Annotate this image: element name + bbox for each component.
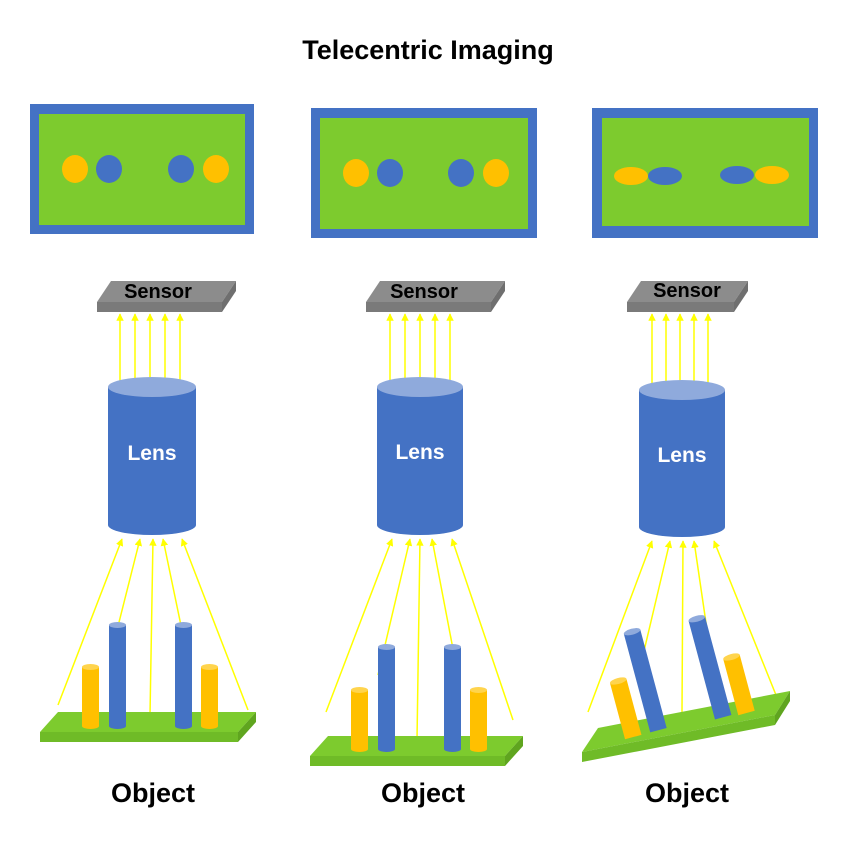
image-spot-blue [448, 159, 474, 187]
lens-label: Lens [657, 444, 706, 467]
platform-side [238, 712, 256, 742]
output-rays-1 [116, 313, 184, 383]
panel-2: Sensor Lens [310, 108, 537, 808]
pillar-blue [175, 622, 192, 729]
object-3 [582, 615, 790, 762]
input-ray [679, 540, 687, 713]
output-rays-2 [386, 313, 454, 383]
diagram-title: Telecentric Imaging [302, 35, 554, 65]
image-preview-3 [592, 108, 818, 238]
platform-front [40, 732, 238, 742]
sensor-side-face [491, 281, 505, 312]
sensor-side-face [734, 281, 748, 312]
image-spot-blue [168, 155, 194, 183]
input-ray [57, 538, 124, 706]
pillar-blue [623, 628, 667, 733]
sensor-2: Sensor [366, 281, 505, 312]
input-ray [325, 538, 394, 713]
pillar-blue [378, 644, 395, 752]
sensor-top-face [627, 281, 748, 302]
lens-body [108, 387, 196, 535]
lens-top [639, 380, 725, 400]
input-ray [416, 538, 424, 741]
pillar-blue [444, 644, 461, 752]
lens-label: Lens [127, 442, 176, 465]
pillar-blue [109, 622, 126, 729]
image-spot-blue [720, 166, 754, 184]
object-2 [310, 644, 523, 766]
object-label: Object [645, 778, 729, 808]
input-ray [149, 538, 157, 716]
image-spot-blue [648, 167, 682, 185]
image-spot-orange [343, 159, 369, 187]
sensor-1: Sensor [97, 281, 236, 312]
lens-2: Lens [377, 377, 463, 535]
lens-1: Lens [108, 377, 196, 535]
image-spot-blue [96, 155, 122, 183]
lens-top [377, 377, 463, 397]
lens-label: Lens [395, 441, 444, 464]
sensor-side-face [222, 281, 236, 312]
sensor-top-face [366, 281, 505, 302]
platform-side [505, 736, 523, 766]
lens-body [377, 387, 463, 535]
image-spot-orange [755, 166, 789, 184]
pillar-orange [82, 664, 99, 729]
object-1 [40, 622, 256, 742]
image-spot-orange [203, 155, 229, 183]
platform-front [582, 715, 775, 762]
pillar-orange [201, 664, 218, 729]
lens-body [639, 390, 725, 537]
platform-top [40, 712, 256, 732]
panel-1: Sensor Lens [30, 104, 256, 808]
sensor-front-face [366, 302, 491, 312]
object-label: Object [381, 778, 465, 808]
input-ray [713, 540, 779, 701]
output-rays-3 [648, 313, 712, 383]
sensor-label: Sensor [390, 281, 458, 303]
image-preview-2 [311, 108, 537, 238]
image-spot-orange [62, 155, 88, 183]
image-spot-orange [483, 159, 509, 187]
image-spot-blue [377, 159, 403, 187]
pillar-blue [688, 615, 732, 720]
pillar-orange [723, 653, 755, 716]
sensor-label: Sensor [124, 281, 192, 303]
image-preview-1 [30, 104, 254, 234]
sensor-3: Sensor [627, 280, 748, 312]
panel-3: Sensor Lens [582, 108, 818, 808]
image-spot-orange [614, 167, 648, 185]
sensor-top-face [97, 281, 236, 302]
sensor-label: Sensor [653, 280, 721, 302]
pillar-orange [470, 687, 487, 752]
pillar-orange [351, 687, 368, 752]
platform-top [310, 736, 523, 756]
pillar-orange [609, 677, 642, 740]
platform-side [775, 691, 790, 725]
input-ray [180, 538, 249, 711]
sensor-front-face [627, 302, 734, 312]
lens-3: Lens [639, 380, 725, 537]
platform-front [310, 756, 505, 766]
lens-top [108, 377, 196, 397]
object-label: Object [111, 778, 195, 808]
input-ray [587, 540, 654, 713]
input-ray [450, 538, 514, 721]
sensor-front-face [97, 302, 222, 312]
input-ray [639, 540, 673, 669]
